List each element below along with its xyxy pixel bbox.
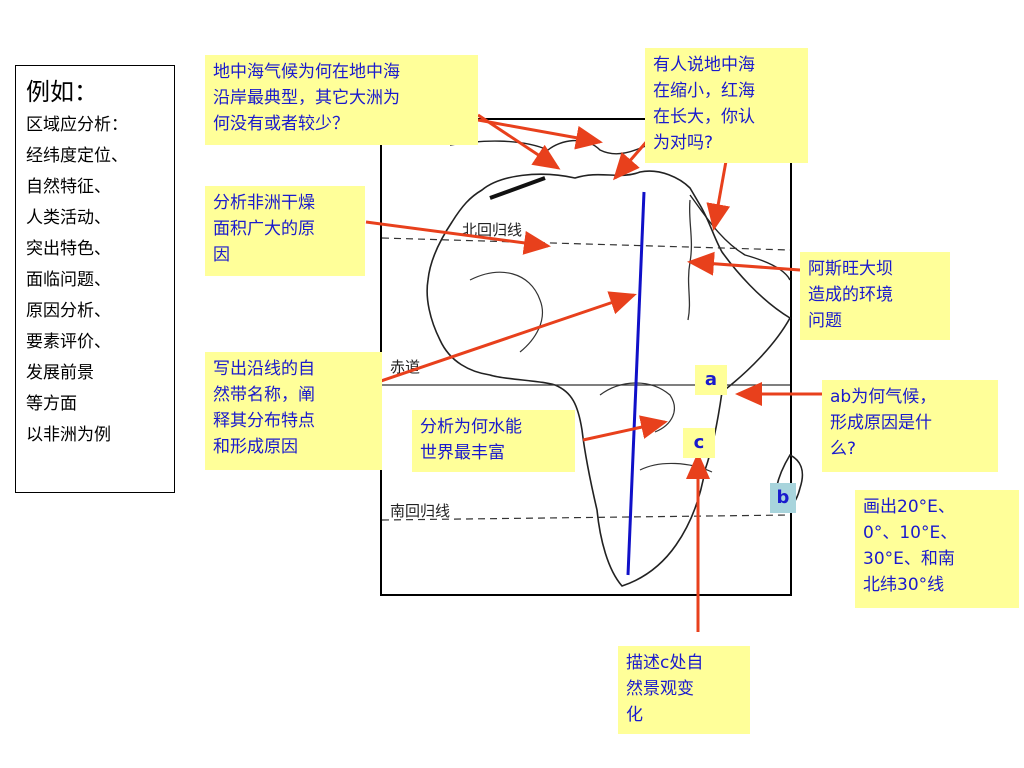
outline-line: 人类活动、	[26, 208, 111, 228]
note-line: 和形成原因	[213, 437, 298, 457]
note-line: 因	[213, 245, 230, 265]
nile-river	[687, 199, 693, 321]
analysis-outline-box: 例如： 区域应分析： 经纬度定位、 自然特征、 人类活动、 突出特色、 面临问题…	[15, 65, 175, 493]
note-line: 分析非洲干燥	[213, 193, 315, 213]
note-line: 画出20°E、	[863, 497, 955, 517]
outline-line: 自然特征、	[26, 177, 111, 197]
note-line: ab为何气候，	[830, 387, 937, 407]
note-line: 为对吗?	[653, 133, 714, 153]
note-red-sea: 有人说地中海 在缩小，红海 在长大，你认 为对吗?	[645, 48, 808, 163]
note-line: 世界最丰富	[420, 443, 505, 463]
arrow-zones	[377, 291, 637, 384]
outline-line: 经纬度定位、	[26, 146, 128, 166]
atlas-mountains	[489, 176, 546, 200]
note-line: 30°E、和南	[863, 549, 955, 569]
note-line: 阿斯旺大坝	[808, 259, 893, 279]
zambezi-river	[639, 462, 713, 473]
note-mediterranean-climate: 地中海气候为何在地中海 沿岸最典型，其它大洲为 何没有或者较少？	[205, 55, 478, 145]
note-line: 在长大，你认	[653, 107, 755, 127]
note-line: 北纬30°线	[863, 575, 945, 595]
tropic-of-capricorn-label: 南回归线	[390, 502, 450, 520]
note-draw-meridians: 画出20°E、 0°、10°E、 30°E、和南 北纬30°线	[855, 490, 1019, 608]
outline-line: 原因分析、	[26, 301, 111, 321]
arrow-redsea-2	[706, 149, 731, 231]
outline-line: 以非洲为例	[26, 425, 111, 445]
note-line: 然带名称，阐	[213, 385, 315, 405]
niger-river	[469, 271, 544, 353]
arrow-water	[582, 415, 668, 442]
note-line: 沿岸最典型，其它大洲为	[213, 88, 400, 108]
note-line: 何没有或者较少？	[213, 114, 349, 134]
note-line: 描述c处自	[626, 653, 704, 673]
arrow-aswan	[687, 251, 801, 276]
outline-line: 面临问题、	[26, 270, 111, 290]
arrow-mediterranean-2	[477, 118, 603, 150]
note-line: 释其分布特点	[213, 411, 315, 431]
tropic-of-cancer-line	[381, 237, 791, 251]
outline-line: 等方面	[26, 394, 77, 414]
marker-c: c	[683, 428, 715, 458]
note-line: 造成的环境	[808, 285, 893, 305]
congo-river	[599, 382, 675, 433]
note-aswan-dam: 阿斯旺大坝 造成的环境 问题	[800, 252, 950, 340]
note-line: 有人说地中海	[653, 55, 755, 75]
note-line: 0°、10°E、	[863, 523, 958, 543]
note-line: 面积广大的原	[213, 219, 315, 239]
arrow-dry	[365, 220, 551, 255]
note-line: 分析为何水能	[420, 417, 522, 437]
transect-line	[626, 191, 646, 576]
note-line: 形成原因是什	[830, 413, 932, 433]
africa-coastline	[426, 170, 792, 587]
note-ab-climate: ab为何气候， 形成原因是什 么?	[822, 380, 998, 472]
arrow-redsea-1	[613, 139, 650, 181]
outline-line: 区域应分析：	[26, 115, 128, 135]
outline-line: 突出特色、	[26, 239, 111, 259]
marker-a: a	[695, 365, 727, 395]
outline-line: 要素评价、	[26, 332, 111, 352]
outline-line: 发展前景	[26, 363, 94, 383]
tropic-of-capricorn-line	[381, 514, 791, 521]
marker-b: b	[770, 483, 796, 513]
note-line: 然景观变	[626, 679, 694, 699]
note-hydropower: 分析为何水能 世界最丰富	[412, 410, 575, 472]
tropic-of-cancer-label: 北回归线	[462, 221, 522, 239]
arabian-coast	[689, 194, 791, 281]
note-line: 在缩小，红海	[653, 81, 755, 101]
note-c-landscape: 描述c处自 然景观变 化	[618, 646, 750, 734]
note-line: 么?	[830, 439, 857, 459]
note-line: 写出沿线的自	[213, 359, 315, 379]
note-line: 问题	[808, 311, 842, 331]
note-dry-area: 分析非洲干燥 面积广大的原 因	[205, 186, 365, 276]
note-line: 化	[626, 705, 643, 725]
outline-title: 例如：	[26, 78, 98, 106]
note-line: 地中海气候为何在地中海	[213, 62, 400, 82]
note-natural-zones: 写出沿线的自 然带名称，阐 释其分布特点 和形成原因	[205, 352, 382, 470]
